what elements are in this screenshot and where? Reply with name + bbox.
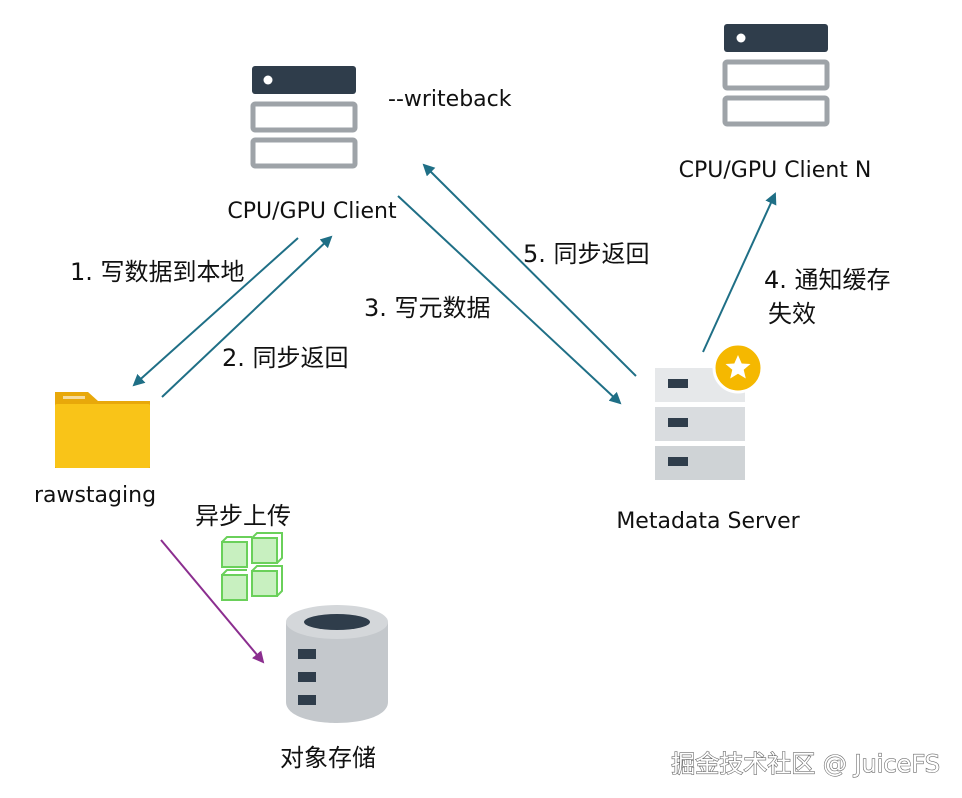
metadata-server-label: Metadata Server bbox=[616, 509, 800, 534]
rawstaging-label: rawstaging bbox=[34, 483, 156, 508]
sync-return-meta-arrow bbox=[422, 163, 637, 377]
star-badge-icon bbox=[712, 342, 764, 394]
async-upload-label: 异步上传 bbox=[195, 502, 291, 530]
write-metadata-label: 3. 写元数据 bbox=[364, 294, 491, 322]
notify-invalidate-label-line2: 失效 bbox=[768, 300, 816, 328]
write-local-label: 1. 写数据到本地 bbox=[70, 258, 245, 286]
client-n-server-icon bbox=[722, 24, 830, 127]
write-metadata-arrow bbox=[397, 195, 622, 405]
client-server-icon bbox=[250, 66, 358, 169]
storage-cylinder-icon bbox=[286, 605, 388, 723]
sync-return-meta-label: 5. 同步返回 bbox=[523, 240, 650, 268]
client-label: CPU/GPU Client bbox=[227, 199, 397, 224]
notify-invalidate-arrow bbox=[702, 192, 777, 353]
notify-invalidate-label-line1: 4. 通知缓存 bbox=[764, 266, 891, 294]
object-storage-label: 对象存储 bbox=[280, 744, 376, 772]
cubes-icon bbox=[221, 532, 283, 601]
watermark: 掘金技术社区 @ JuiceFS bbox=[671, 750, 940, 778]
writeback-annotation: --writeback bbox=[388, 87, 512, 112]
sync-return-local-label: 2. 同步返回 bbox=[222, 344, 349, 372]
folder-icon bbox=[55, 392, 150, 468]
async-upload-arrow bbox=[160, 539, 265, 664]
write-local-arrow bbox=[132, 237, 299, 387]
sync-return-local-arrow bbox=[161, 235, 333, 398]
client-n-label: CPU/GPU Client N bbox=[679, 158, 872, 183]
